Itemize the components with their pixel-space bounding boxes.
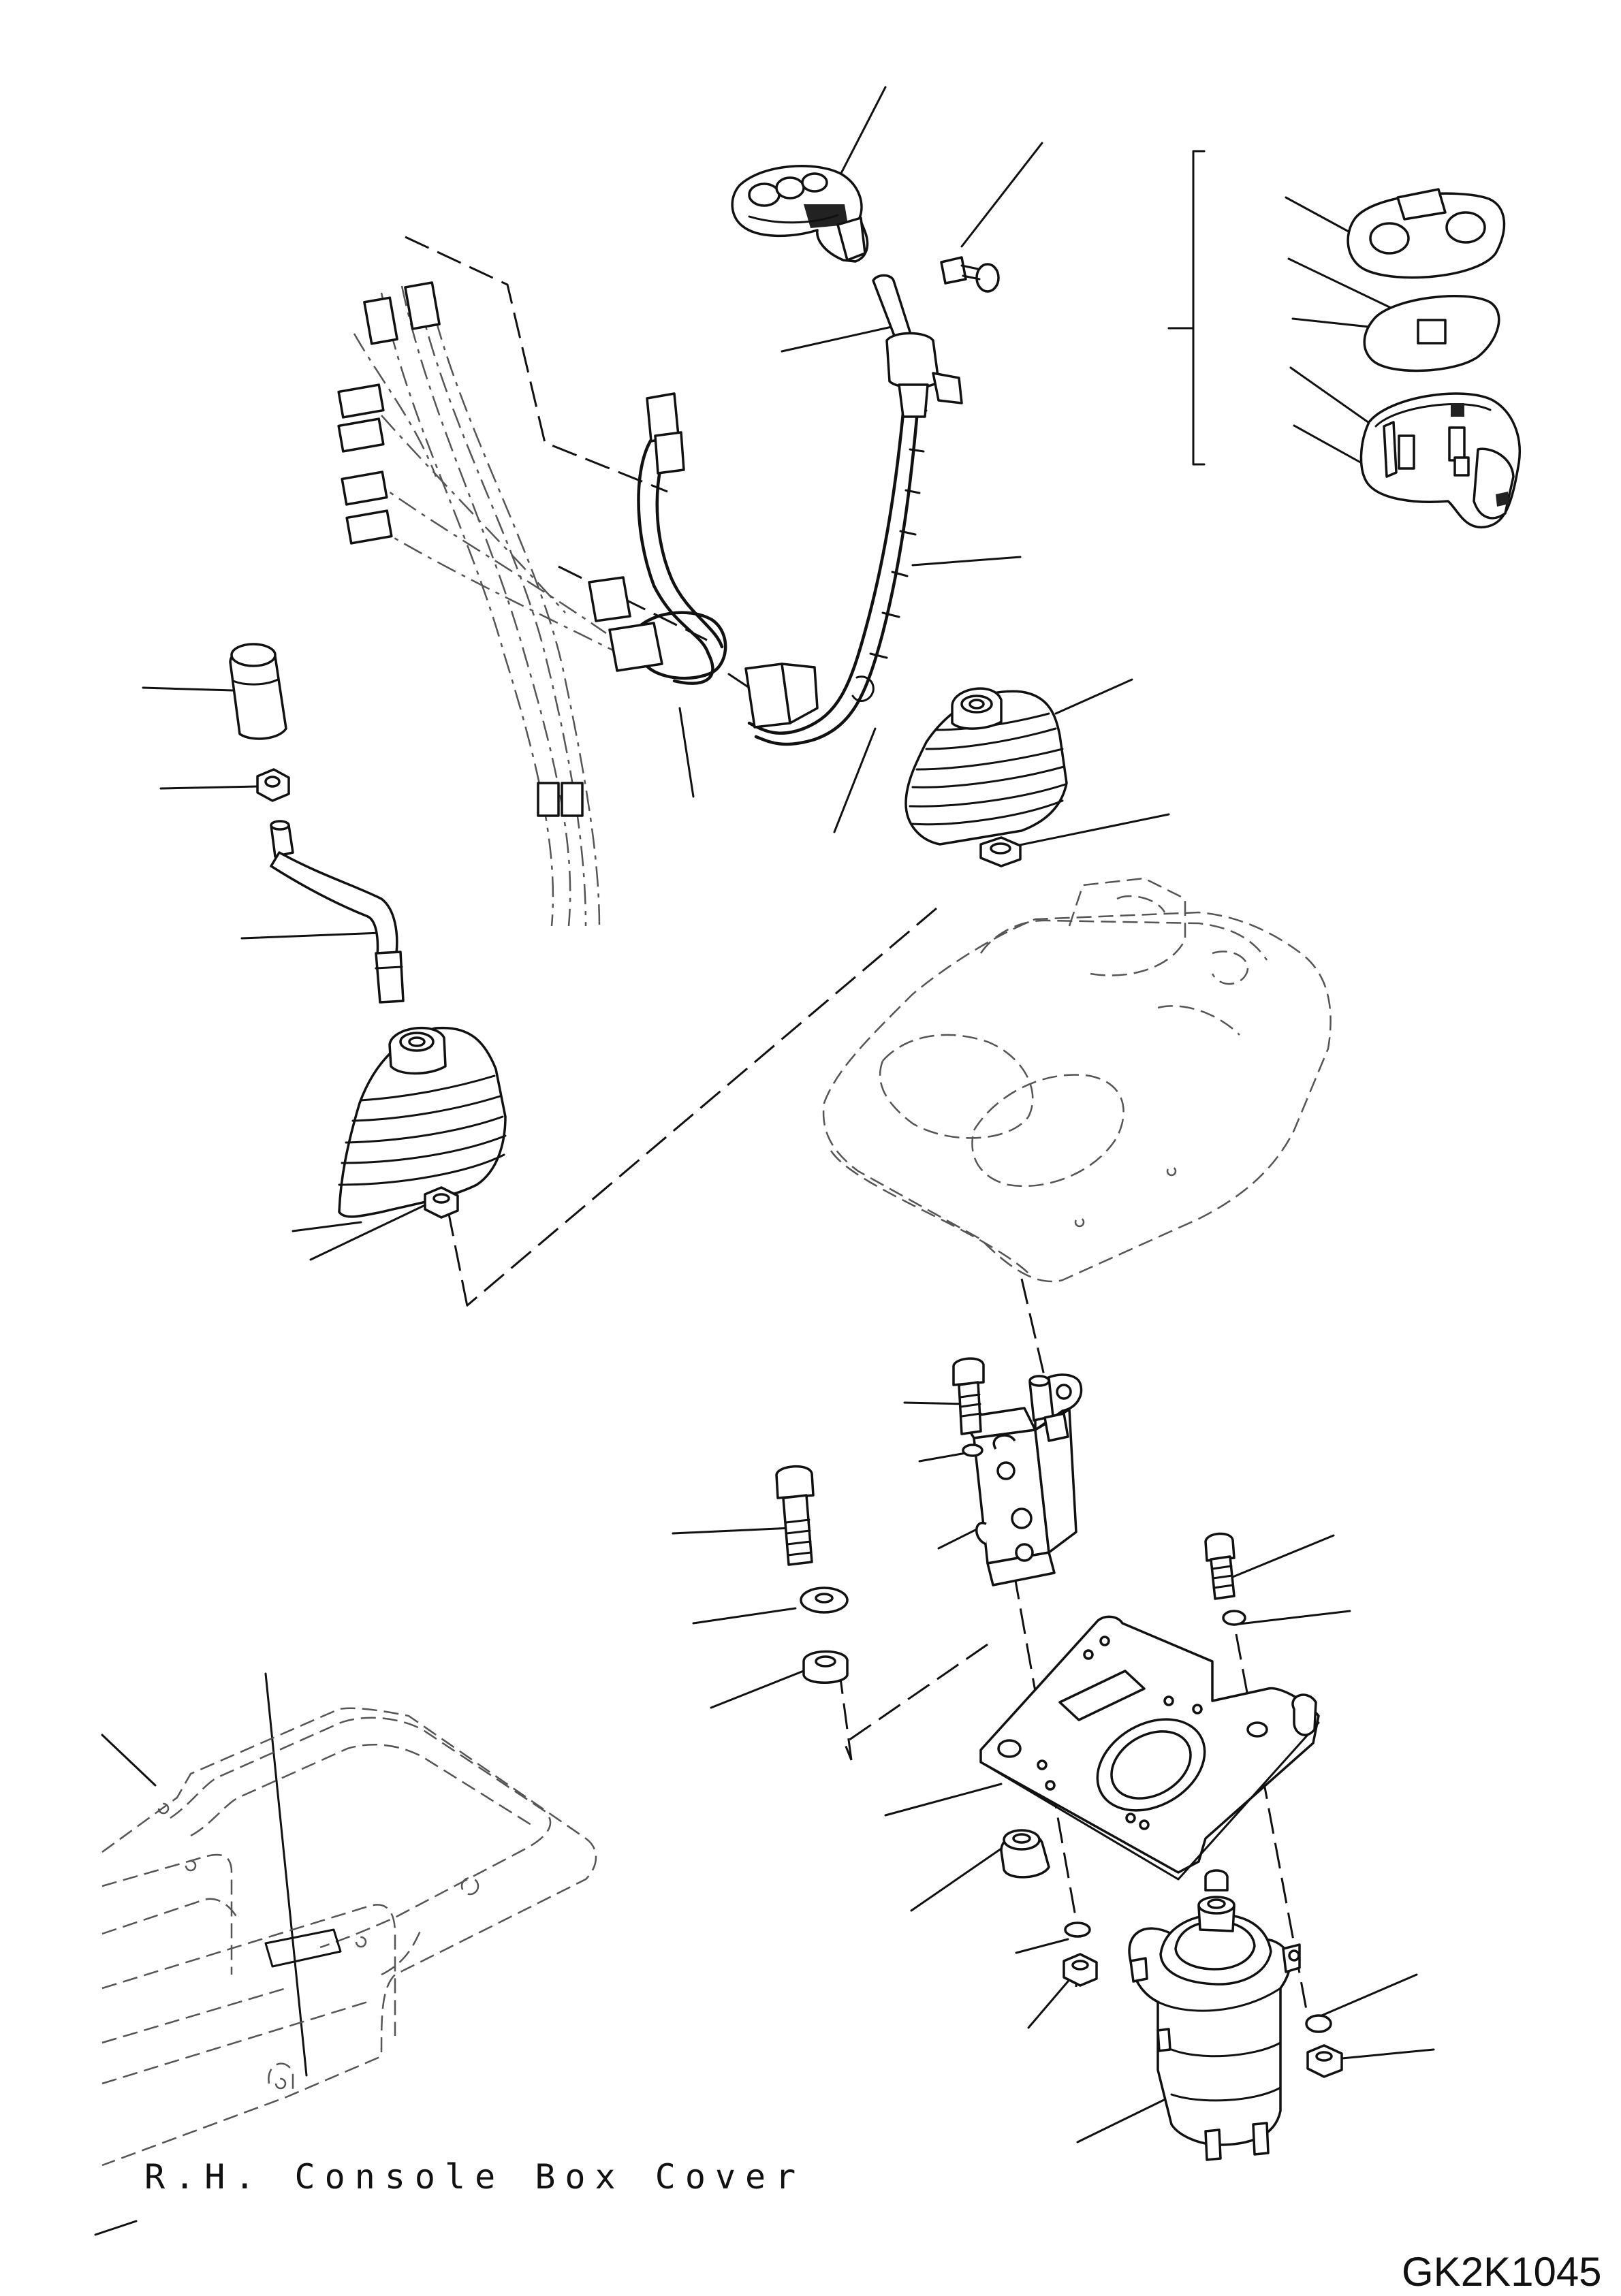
bent-lever — [270, 820, 405, 1004]
console-box-cover — [101, 1707, 597, 2167]
mount-plate — [979, 1615, 1320, 1881]
switch-detail — [1167, 150, 1521, 528]
assembly-lines — [405, 236, 1309, 2018]
knob — [229, 643, 290, 802]
pilot-valve — [960, 1373, 1083, 1587]
boot-lower — [338, 1026, 507, 1219]
grip-wiring — [588, 369, 928, 746]
boot-upper — [904, 687, 1068, 867]
cover-label: R.H. Console Box Cover — [144, 2157, 806, 2197]
lever-grip — [731, 165, 1000, 418]
joystick-base — [1128, 1869, 1301, 2161]
wire-harness — [337, 281, 620, 928]
console-housing — [822, 877, 1332, 1283]
fasteners — [775, 1357, 1343, 2078]
drawing-id: GK2K1045 — [1402, 2249, 1602, 2295]
